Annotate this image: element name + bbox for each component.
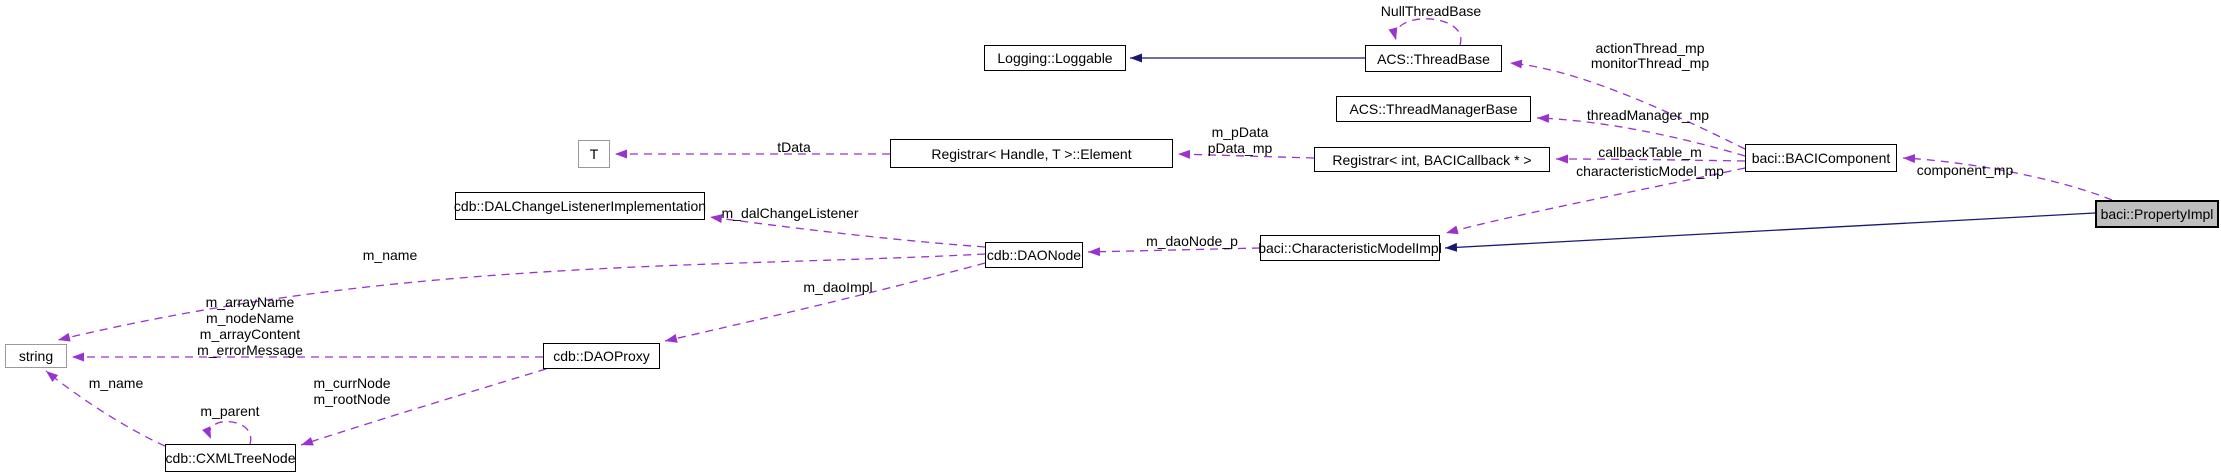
class-node-t: T	[578, 140, 610, 168]
edge-label-m-pdata: m_pData	[1211, 124, 1269, 140]
edge-daonodep	[1087, 247, 1261, 257]
edge-nullthreadbase-selfloop	[1388, 18, 1462, 46]
edge-label-m-name-top: m_name	[362, 247, 418, 263]
class-node-baci-characteristicmodelimpl[interactable]: baci::CharacteristicModelImpl	[1258, 235, 1442, 261]
edge-label-characteristicmodel-mp: characteristicModel_mp	[1576, 163, 1724, 179]
edge-label-m-rootnode: m_rootNode	[313, 391, 391, 407]
class-node-registrar-element[interactable]: Registrar< Handle, T >::Element	[890, 139, 1173, 168]
edge-currnode	[300, 368, 547, 446]
edge-mname-bottom	[45, 370, 166, 447]
edge-mname-top	[57, 253, 986, 342]
edge-label-tdata: tData	[777, 139, 811, 155]
class-node-acs-threadmanagerbase[interactable]: ACS::ThreadManagerBase	[1336, 96, 1531, 122]
class-node-string: string	[5, 344, 67, 368]
edge-threadmanager	[1536, 113, 1746, 157]
edge-label-actionthread-mp: actionThread_mp	[1595, 40, 1705, 56]
edge-label-component-mp: component_mp	[1916, 162, 2014, 178]
edge-label-m-parent: m_parent	[200, 403, 260, 419]
edge-label-threadmanager-mp: threadManager_mp	[1586, 107, 1710, 123]
edge-pdata	[1177, 149, 1315, 159]
class-node-acs-threadbase[interactable]: ACS::ThreadBase	[1365, 45, 1502, 72]
edge-characteristicmodel	[1445, 167, 1746, 235]
edge-label-callbacktable-m: callbackTable_m	[1598, 144, 1702, 160]
edge-label-monitorthread-mp: monitorThread_mp	[1590, 55, 1710, 71]
edge-label-m-currnode: m_currNode	[313, 375, 391, 391]
edge-label-m-dalchangelistener: m_dalChangeListener	[721, 205, 859, 221]
edge-inherit-propertyimpl-charmodel	[1444, 212, 2096, 252]
edge-label-m-daonode-p: m_daoNode_p	[1146, 233, 1238, 249]
class-node-baci-bacicomponent[interactable]: baci::BACIComponent	[1745, 144, 1897, 172]
class-node-cdb-daoproxy[interactable]: cdb::DAOProxy	[543, 343, 660, 369]
edge-mparent-selfloop	[202, 420, 252, 445]
edge-label-m-name-bottom: m_name	[88, 375, 144, 391]
class-node-registrar-int-bacicallback[interactable]: Registrar< int, BACICallback * >	[1314, 147, 1550, 172]
class-node-cdb-daonode[interactable]: cdb::DAONode	[985, 242, 1083, 268]
edge-label-nullthreadbase: NullThreadBase	[1380, 3, 1482, 19]
edge-componentmp	[1902, 154, 2113, 201]
edge-label-m-daoimpl: m_daoImpl	[803, 279, 873, 295]
edge-label-m-nodename: m_nodeName	[206, 310, 294, 326]
edge-actionthread	[1509, 59, 1746, 150]
edge-label-m-arraycontent: m_arrayContent	[199, 326, 301, 342]
edge-daoimpl	[664, 262, 986, 343]
edge-dalchangelistener	[709, 214, 986, 248]
class-node-cdb-cxmltreenode[interactable]: cdb::CXMLTreeNode	[165, 444, 296, 472]
class-node-baci-propertyimpl: baci::PropertyImpl	[2095, 200, 2219, 228]
edge-label-m-arrayname: m_arrayName	[205, 294, 295, 310]
class-node-cdb-dalchangelistenerimplementation[interactable]: cdb::DALChangeListenerImplementation	[454, 192, 706, 220]
edge-label-pdata-mp: pData_mp	[1207, 140, 1273, 156]
class-node-logging-loggable[interactable]: Logging::Loggable	[984, 45, 1126, 71]
edge-label-m-errormessage: m_errorMessage	[197, 342, 303, 358]
